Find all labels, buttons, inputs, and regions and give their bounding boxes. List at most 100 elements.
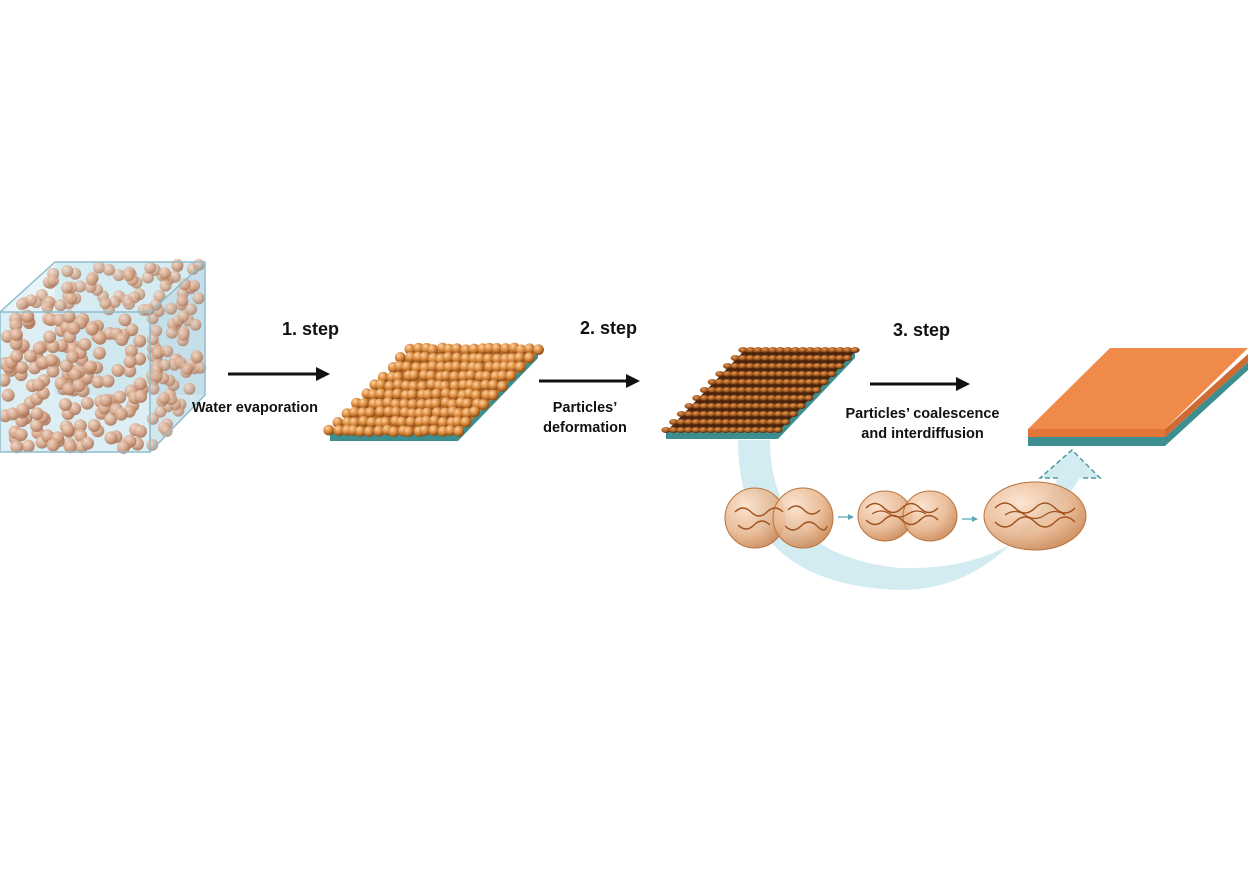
particle (440, 388, 452, 400)
deformed-particle (805, 363, 815, 369)
particle (178, 278, 191, 291)
particle (506, 361, 518, 372)
deformed-particle (676, 411, 687, 417)
deformed-particle (796, 403, 806, 409)
deformed-particle (790, 371, 800, 377)
deformed-particle (753, 347, 763, 353)
deformed-particle (820, 347, 830, 353)
particle (431, 407, 443, 418)
deformed-particle (798, 347, 808, 353)
particle (445, 425, 456, 436)
deformed-particle (760, 347, 771, 353)
deformed-particle (812, 371, 822, 377)
deformed-particle (745, 371, 755, 377)
particle (471, 380, 483, 392)
particle (460, 416, 472, 428)
deformed-particle (788, 411, 799, 417)
deformed-particle (766, 395, 777, 401)
particle (392, 379, 404, 391)
particle (63, 440, 77, 454)
deformed-particle (820, 355, 830, 361)
deformed-particle (804, 371, 815, 377)
particle (430, 398, 442, 410)
particle (474, 353, 486, 364)
particle (416, 399, 428, 410)
particle (9, 318, 23, 332)
deformed-particle (713, 427, 723, 433)
particle (10, 440, 24, 454)
step-2-description-line-2: deformation (543, 420, 627, 436)
particle (185, 303, 198, 316)
particle (449, 380, 461, 392)
particle (375, 388, 387, 400)
particle (115, 333, 129, 346)
particle (177, 328, 190, 341)
particle (332, 417, 344, 428)
deformed-particle (730, 371, 740, 377)
deformed-particle (790, 347, 800, 353)
particle (375, 379, 387, 391)
small-arrow-1 (838, 514, 854, 520)
particle (16, 298, 29, 311)
deformed-particle (713, 419, 724, 425)
deformed-particle (729, 395, 739, 401)
particle (114, 407, 128, 421)
deformed-particle (766, 419, 776, 425)
particle (192, 292, 205, 305)
particle (484, 361, 495, 373)
particle (442, 352, 454, 363)
deformed-particle (706, 411, 716, 417)
particle (65, 292, 78, 305)
deformed-particle (827, 371, 837, 377)
particle (392, 371, 404, 383)
deformed-particle (804, 395, 814, 401)
particle (394, 352, 406, 363)
coalesced-particle (983, 481, 1087, 551)
deformed-particle (684, 419, 694, 425)
particle (481, 371, 492, 382)
deformed-particle (773, 427, 783, 433)
particle (9, 337, 23, 351)
particle (111, 363, 125, 377)
deformed-particle (797, 355, 808, 361)
step-3-description-line-2: and interdiffusion (861, 426, 984, 442)
particle (358, 416, 369, 427)
deformed-particle (699, 395, 709, 401)
particle (407, 408, 418, 419)
particle (422, 389, 434, 401)
deformed-particle (745, 355, 755, 361)
deformed-particle (773, 419, 783, 425)
particle (478, 399, 490, 410)
deformed-particle (775, 363, 785, 369)
particle (483, 353, 494, 365)
particle (349, 406, 360, 418)
deformed-particle (699, 411, 709, 417)
particle (68, 368, 82, 382)
deformed-particle (738, 347, 748, 353)
particle (62, 382, 76, 396)
particle (165, 326, 178, 339)
continuous-film (1028, 348, 1248, 446)
particle (428, 425, 440, 436)
deformed-particle (796, 395, 806, 401)
deformed-particle (752, 363, 763, 369)
step-2-description-line-1: Particles’ (552, 400, 618, 416)
particle (471, 390, 482, 401)
deformed-particle (722, 371, 733, 377)
deformed-particle (789, 379, 799, 385)
deformed-particle (743, 427, 753, 433)
particle (427, 361, 439, 372)
particle (407, 399, 419, 410)
deformed-particle (760, 371, 770, 377)
particle (165, 302, 177, 315)
detail-flow-arrow (738, 440, 1102, 590)
particle (358, 398, 370, 409)
deformed-particle (721, 411, 731, 417)
particle (122, 269, 135, 282)
deformed-particle (730, 363, 740, 369)
particle (403, 426, 414, 438)
deformed-particle (758, 419, 768, 425)
deformed-particle (804, 387, 814, 393)
particle (373, 425, 385, 437)
deformed-particle (699, 387, 710, 393)
